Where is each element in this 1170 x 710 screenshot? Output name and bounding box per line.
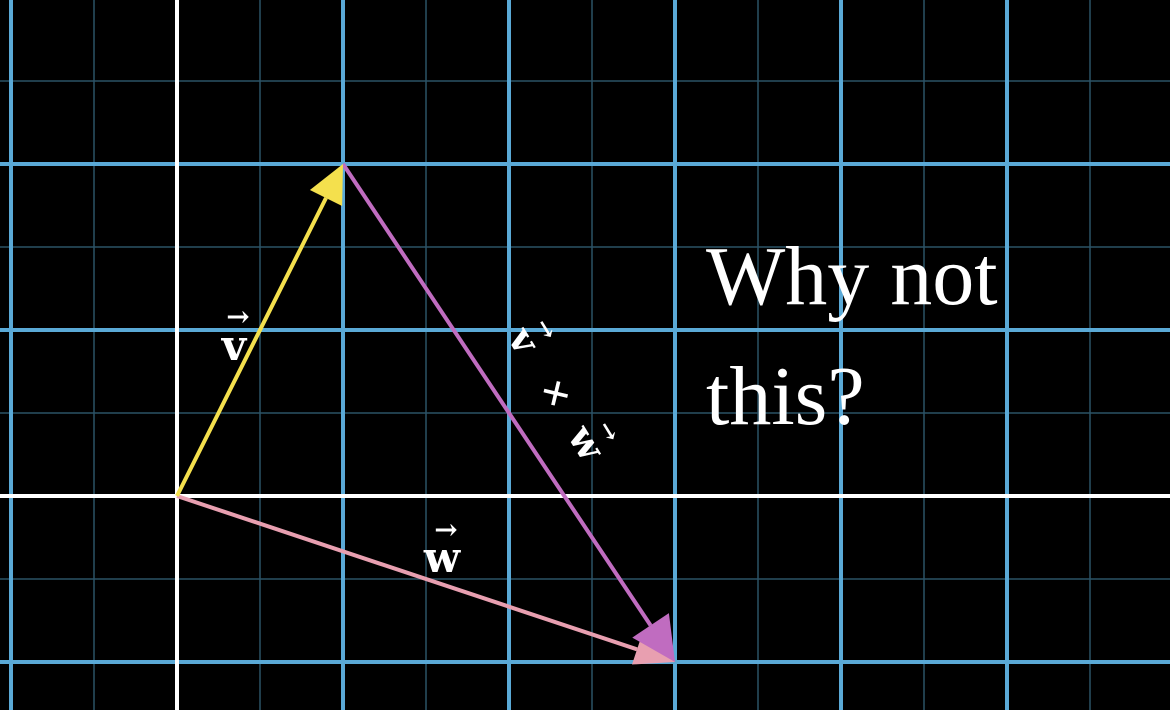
vector-w-arrow-accent: → (434, 513, 457, 546)
vector-v-arrowhead (309, 164, 343, 207)
caption-line-2: this? (706, 350, 865, 443)
vector-cross-product (341, 162, 675, 662)
vector-v-arrow-accent: → (226, 300, 249, 333)
vector-v-label: → v (221, 300, 250, 370)
vector-w-shaft (176, 494, 638, 652)
caption-line-1: Why not (706, 230, 998, 323)
vector-cross-arrowhead (632, 613, 675, 662)
vector-cross-shaft (341, 162, 653, 627)
vector-v-letter: v (221, 321, 248, 370)
vector-w-letter: w (423, 533, 461, 582)
vector-v (175, 164, 343, 497)
vector-w-label: → w (423, 513, 461, 582)
vector-v-shaft (175, 197, 328, 497)
